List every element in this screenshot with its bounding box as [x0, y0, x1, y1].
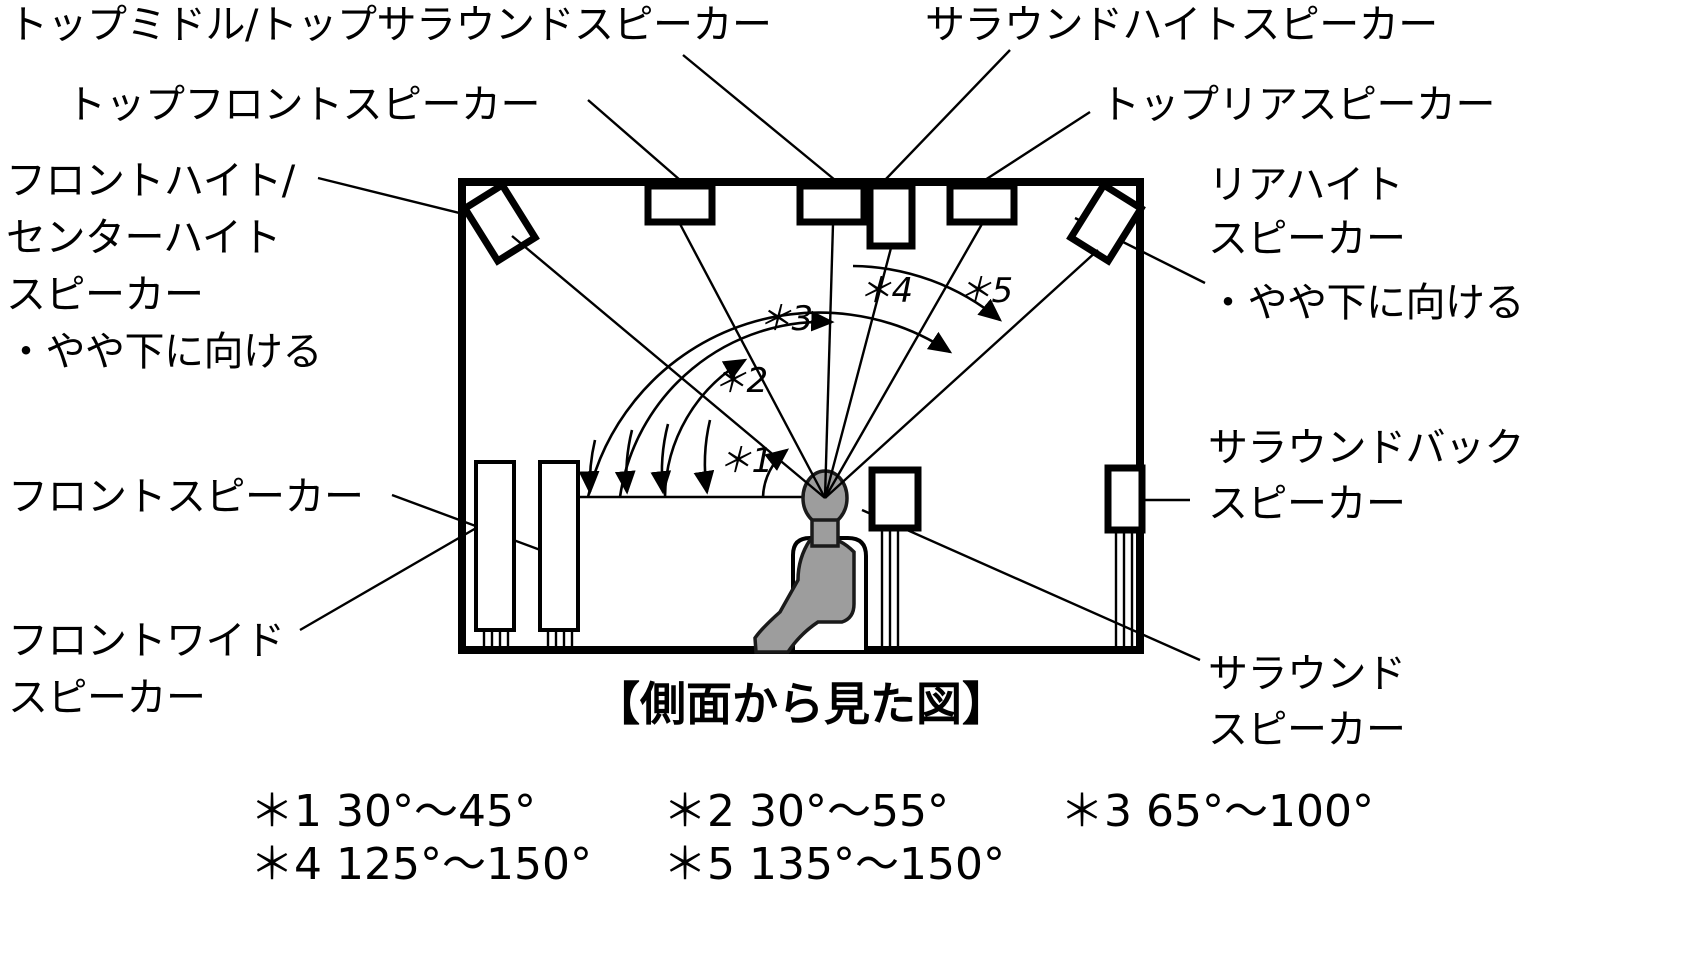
front-speaker [538, 460, 580, 648]
label-rear-height-line2: スピーカー [1208, 216, 1406, 262]
label-surround-back-line2: スピーカー [1208, 481, 1406, 527]
label-front-height-line1: フロントハイト/ [6, 158, 295, 204]
label-rear-height-line3: ・やや下に向ける [1208, 280, 1525, 326]
surround-back-speaker [1104, 464, 1146, 648]
ray-surround-height [823, 247, 893, 499]
drop-3 [650, 423, 672, 495]
label-rear-height-line1: リアハイト [1208, 162, 1404, 208]
top-rear-speaker [946, 182, 1018, 226]
drop-4 [693, 419, 715, 495]
angle-marker-1: ＊1 [718, 441, 773, 481]
label-front-height-line2: センターハイト [6, 215, 281, 261]
label-surround-back-line1: サラウンドバック [1208, 425, 1525, 471]
leader-top-middle-surround [682, 54, 836, 181]
label-front-height-line3: スピーカー [6, 272, 204, 318]
drop-2 [614, 429, 636, 495]
angle-marker-2: ＊2 [713, 361, 768, 401]
arc-1 [761, 448, 790, 498]
arc-end-arrows [578, 419, 715, 495]
front-height-center-height-speaker [460, 180, 540, 266]
drop-1 [578, 439, 600, 495]
label-front-height-line4: ・やや下に向ける [6, 329, 323, 375]
label-surround-line2: スピーカー [1208, 707, 1406, 753]
label-top-front-speaker: トップフロントスピーカー [66, 82, 541, 128]
label-top-rear-speaker: トップリアスピーカー [1100, 82, 1496, 128]
label-front-wide-line2: スピーカー [8, 675, 206, 721]
ray-rear-height [824, 249, 1099, 499]
label-surround-height-speaker: サラウンドハイトスピーカー [925, 2, 1438, 48]
neck [810, 518, 840, 548]
angle-marker-5: ＊5 [958, 271, 1013, 311]
legend-item-5: ＊5 135°〜150° [663, 839, 1005, 890]
legend-item-3: ＊3 65°〜100° [1060, 786, 1374, 837]
legend-item-4: ＊4 125°〜150° [250, 839, 592, 890]
label-front-speaker: フロントスピーカー [8, 474, 364, 520]
label-surround-line1: サラウンド [1208, 651, 1406, 697]
leader-top-rear [984, 110, 1091, 182]
angle-marker-3: ＊3 [758, 299, 813, 339]
angle-marker-4: ＊4 [858, 271, 913, 311]
ray-top-rear [823, 223, 984, 499]
leader-surround-height [884, 49, 1011, 181]
arc-5 [852, 264, 1003, 322]
surround-speaker [868, 466, 922, 648]
arc-4 [586, 311, 953, 498]
leader-top-front [587, 99, 681, 181]
label-front-wide-line1: フロントワイド [8, 618, 285, 664]
legend-item-1: ＊1 30°〜45° [250, 786, 536, 837]
top-front-speaker [644, 182, 716, 226]
ray-top-front [678, 223, 827, 499]
body [753, 536, 856, 654]
leader-surround [861, 508, 1201, 662]
ray-top-middle [823, 223, 835, 499]
leader-lines [299, 49, 1206, 662]
top-middle-surround-speaker [796, 182, 868, 226]
front-wide-speaker [474, 460, 516, 648]
label-top-middle-surround-speaker: トップミドル/トップサラウンドスピーカー [8, 2, 772, 48]
arc-3 [618, 310, 835, 498]
diagram-caption: 【側面から見た図】 [594, 677, 1008, 731]
rear-height-speaker [1066, 180, 1146, 266]
listener-figure [753, 469, 868, 654]
legend-item-2: ＊2 30°〜55° [663, 786, 949, 837]
surround-height-speaker [866, 182, 916, 250]
